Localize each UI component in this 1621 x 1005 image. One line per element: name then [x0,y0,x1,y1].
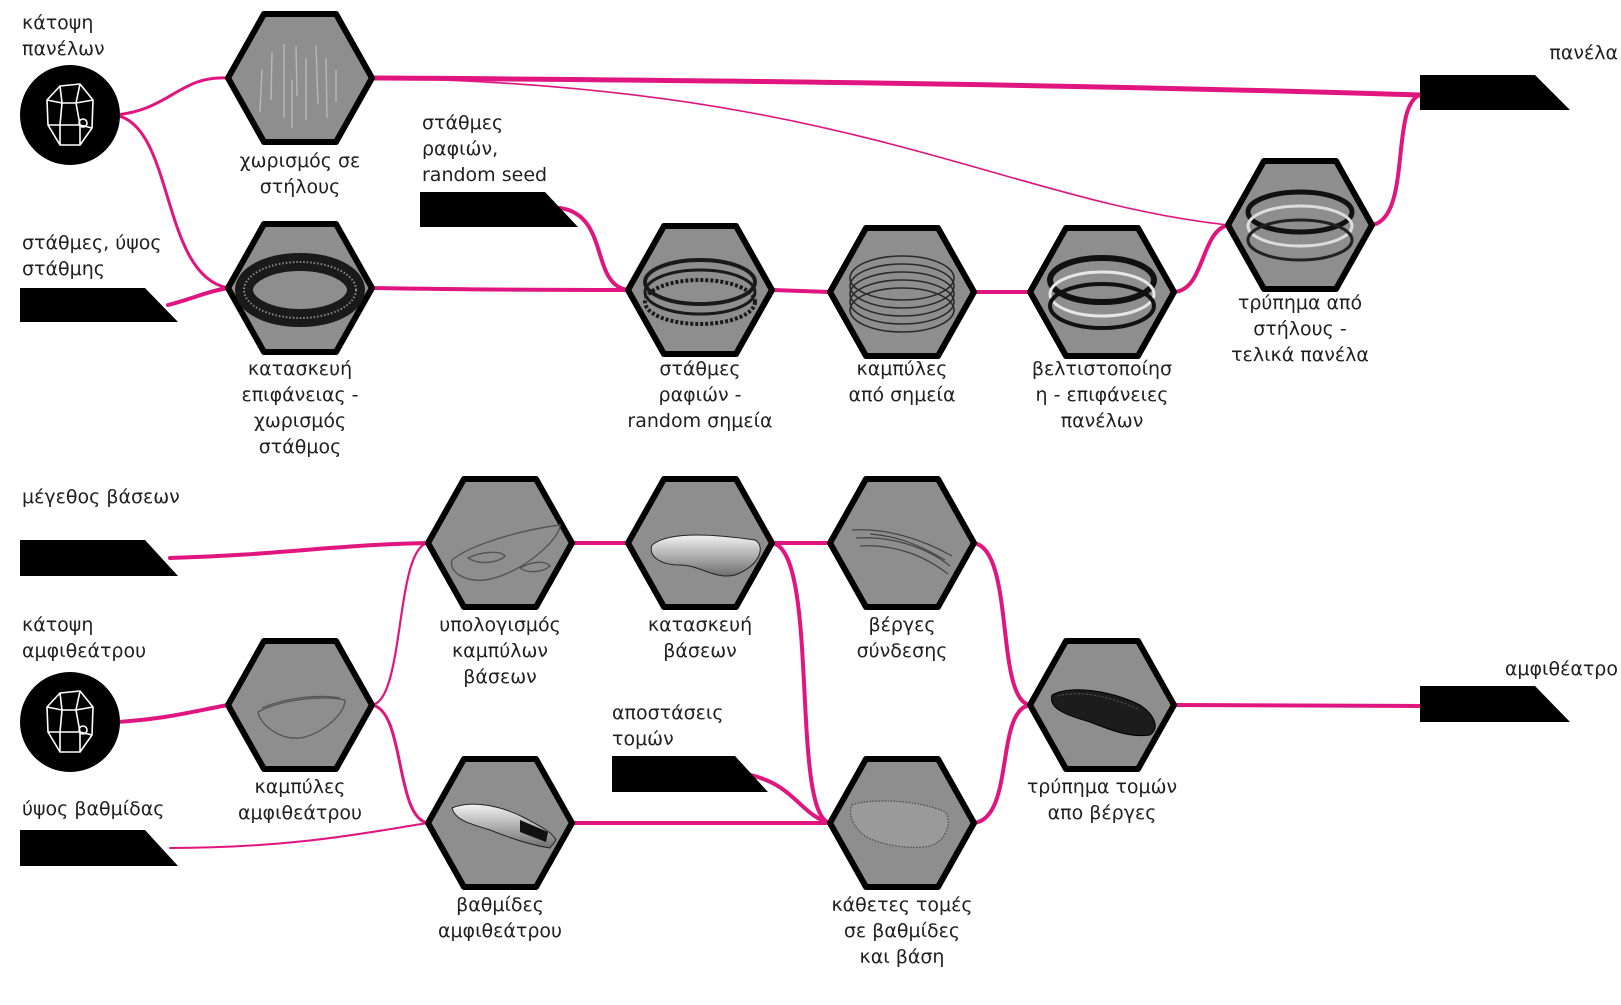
label-curves-points: καμπύλες από σημεία [848,358,956,406]
wire-column-cut-to-panels [1370,93,1422,227]
node-vertical-sections[interactable] [827,756,977,890]
node-optimization[interactable] [1027,225,1177,359]
plan-amphitheatre-node[interactable] [20,672,120,772]
wire-plan-to-columns [113,76,230,117]
node-amph-steps[interactable] [425,756,575,890]
wire-plan-to-surface [113,113,230,290]
label-optimization: βελτιστοποίησ η - επιφάνειες πανέλων [1031,358,1173,432]
amph-curves-icon [257,695,346,739]
wire-amphcurves-to-steps [370,703,430,825]
label-stations-height: στάθμες, ύψος στάθμης [22,232,162,280]
wire-seam-to-curves [770,288,832,294]
node-curves-points[interactable] [827,225,977,359]
wires [97,75,1423,849]
param-seam-seed[interactable] [420,192,578,227]
wire-plan-amph-to-curves [113,703,230,724]
node-base-curves[interactable] [425,476,575,610]
vertical-columns-icon [259,44,337,128]
wire-amphcurves-to-basecurves [370,541,430,707]
label-step-height: ύψος βαθμίδας [22,798,165,820]
node-connecting-rods[interactable] [827,476,977,610]
label-plan-panels: κάτοψη πανέλων [22,12,105,60]
wire-columns-to-panels [369,75,1423,98]
parameters [20,75,1570,866]
label-output-panels: πανέλα [1549,42,1618,64]
node-columns-split[interactable] [225,11,375,145]
wire-surface-to-seam [370,286,630,292]
curve-rings-icon [849,255,955,333]
output-amphitheatre [1420,686,1570,722]
wire-sections-to-rodcut [972,703,1032,825]
label-amph-steps: βαθμίδες αμφιθεάτρου [437,894,563,942]
node-rod-cut[interactable] [1027,638,1177,772]
ribbed-band-icon [235,253,365,327]
node-seam-random[interactable] [625,223,775,357]
wire-distances-to-sections [748,773,832,825]
wire-basebuild-to-sections [770,541,832,825]
wire-columns-to-column-cut [371,77,1229,226]
base-solid-icon [650,534,761,577]
label-column-cut: τρύπημα από στήλους - τελικά πανέλα [1231,292,1369,366]
node-surface-build[interactable] [225,221,375,355]
wire-rods-to-rodcut [972,541,1032,707]
label-section-distances: αποστάσεις τομών [612,702,724,750]
wire-stepheight-to-steps [169,822,429,849]
label-base-curves: υπολογισμός καμπύλων βάσεων [439,614,561,688]
label-connecting-rods: βέργες σύνδεσης [856,614,948,662]
plan-outline-icon [46,690,94,753]
label-seam-random: στάθμες ραφιών - random σημεία [627,358,773,432]
wire-rodcut-to-amphitheatre [1172,703,1422,708]
base-curves-icon [450,524,561,581]
label-seam-seed: στάθμες ραφιών, random seed [422,112,548,186]
node-amph-curves[interactable] [225,638,375,772]
wire-opt-to-column-cut [1172,223,1230,294]
param-step-height[interactable] [20,830,178,866]
wire-stations-to-surface [166,286,230,307]
label-base-size: μέγεθος βάσεων [22,486,180,508]
rods-icon [851,529,953,575]
panel-rings-icon [1047,255,1157,330]
label-plan-amphitheatre: κάτοψη αμφιθεάτρου [22,614,147,662]
param-base-size[interactable] [20,540,178,576]
param-section-distances[interactable] [612,756,768,792]
plan-outline-icon [46,83,94,146]
amphitheatre-mesh-icon [1050,689,1156,737]
label-surface-build: κατασκευή επιφάνειας - χωρισμός στάθμος [241,358,359,458]
wire-basesize-to-basecurves [168,541,430,560]
param-stations-height[interactable] [20,288,178,322]
label-base-build: κατασκευή βάσεων [647,614,753,662]
wire-seed-to-seam [558,206,630,292]
sections-mesh-icon [849,800,949,848]
label-rod-cut: τρύπημα τομών απο βέργες [1026,776,1178,824]
node-base-build[interactable] [625,476,775,610]
plan-panels-node[interactable] [20,65,120,165]
label-vertical-sections: κάθετες τομές σε βαθμίδες και βάση [831,894,973,968]
seam-rings-icon [643,258,757,326]
node-column-cut[interactable] [1225,158,1375,292]
final-panels-icon [1245,189,1355,262]
steps-solid-icon [451,803,557,849]
label-amph-curves: καμπύλες αμφιθεάτρου [237,776,363,824]
label-output-amphitheatre: αμφιθέατρο [1504,658,1618,680]
label-columns-split: χωρισμός σε στήλους [239,150,361,198]
output-panels [1420,75,1570,110]
